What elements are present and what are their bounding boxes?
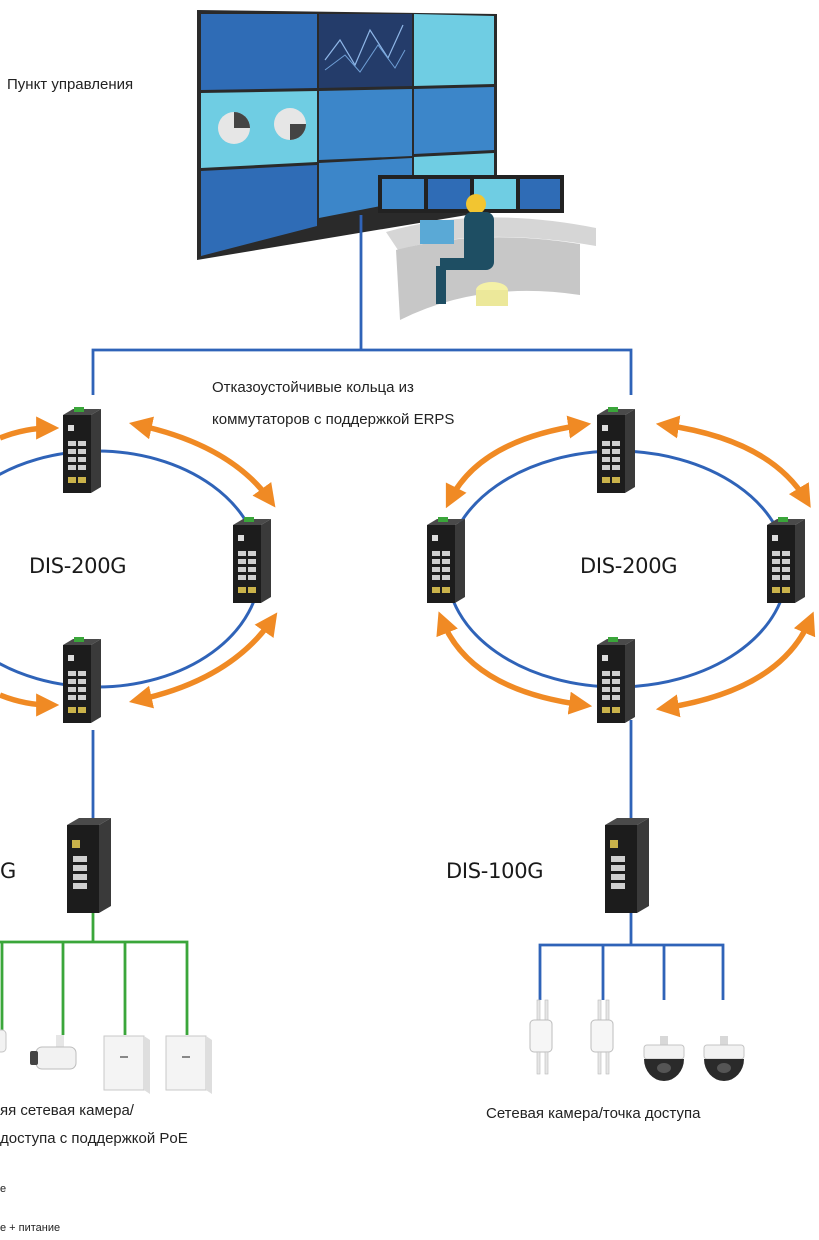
left-devices-caption-line1: яя сетевая камера/: [0, 1102, 134, 1119]
left-devices-caption-line2: доступа с поддержкой PoE: [0, 1130, 188, 1147]
poe-lines: [0, 905, 189, 1035]
arrow-left-top-left: [0, 416, 60, 441]
arrow-left-bottom-right: [128, 612, 278, 709]
right-devices-caption: Сетевая камера/точка доступа: [486, 1105, 701, 1122]
legend-data-power-label: е + питание: [0, 1222, 61, 1234]
arrow-left-top-right: [128, 416, 276, 508]
uplink-lines: [91, 215, 725, 1000]
right-ring-model-label: DIS-200G: [580, 554, 678, 578]
access-switch-left: [67, 818, 111, 913]
switch-right-top: [597, 407, 635, 493]
right-outdoor-ap-2: [590, 999, 614, 1075]
left-panel-ap-2: [165, 1035, 213, 1095]
arrow-right-top-left: [445, 415, 592, 509]
right-access-model-label: DIS-100G: [446, 859, 544, 883]
right-outdoor-ap-1: [529, 999, 553, 1075]
access-switch-right: [605, 818, 649, 913]
switch-right-right: [767, 517, 805, 603]
arrow-left-bottom-left: [0, 692, 60, 717]
switch-left-right: [233, 517, 271, 603]
right-dome-camera-2: [703, 1035, 745, 1082]
control-center-label: Пункт управления: [7, 76, 134, 93]
legend-data-label: е: [0, 1183, 7, 1195]
switch-right-left: [427, 517, 465, 603]
switch-left-top: [63, 407, 101, 493]
operator-desk-illustration: [378, 175, 596, 320]
video-wall: [197, 10, 497, 260]
ring-caption-line2: коммутаторов с поддержкой ERPS: [212, 411, 455, 428]
left-ring-model-label: DIS-200G: [29, 554, 127, 578]
arrow-right-top-right: [655, 415, 811, 508]
switch-left-bottom: [63, 637, 101, 723]
switch-right-bottom: [597, 637, 635, 723]
left-panel-ap-1: [103, 1035, 151, 1095]
right-dome-camera-1: [643, 1035, 685, 1082]
left-camera-partial: [0, 1029, 7, 1053]
left-access-model-label: G: [0, 859, 16, 883]
erps-arrows: [0, 415, 816, 718]
ring-caption-line1: Отказоустойчивые кольца из: [212, 379, 414, 396]
arrow-right-bottom-left: [436, 611, 593, 715]
arrow-right-bottom-right: [655, 611, 816, 718]
left-bullet-camera: [29, 1034, 77, 1070]
